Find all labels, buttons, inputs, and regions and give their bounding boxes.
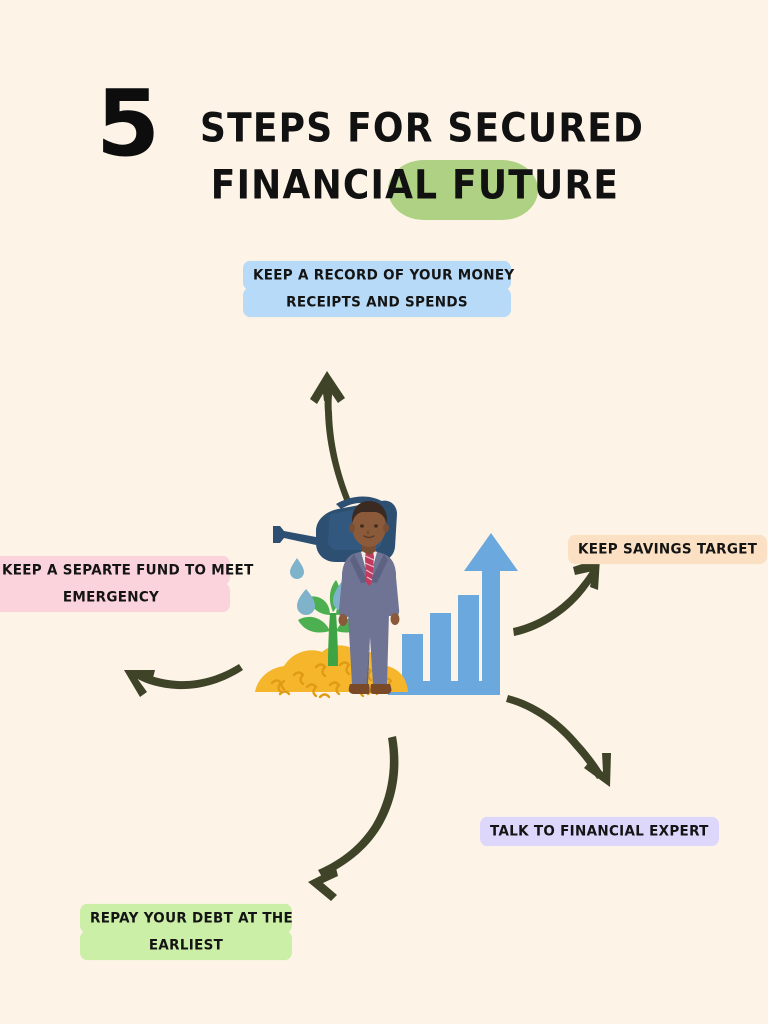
step-label-debt-line1: REPAY YOUR DEBT AT THE bbox=[80, 903, 293, 933]
arrow-to-savings bbox=[513, 558, 600, 636]
step-label-expert-line1: TALK TO FINANCIAL EXPERT bbox=[480, 816, 719, 846]
step-label-emergency[interactable]: KEEP A SEPARTE FUND TO MEET EMERGENCY bbox=[0, 555, 253, 612]
arrow-to-debt bbox=[308, 736, 399, 901]
businessman bbox=[338, 501, 400, 694]
step-label-savings[interactable]: KEEP SAVINGS TARGET bbox=[568, 534, 768, 564]
title-highlight-blob bbox=[388, 160, 538, 220]
step-label-emergency-line1: KEEP A SEPARTE FUND TO MEET bbox=[0, 555, 253, 585]
growth-arrow-icon bbox=[464, 533, 518, 695]
step-label-record[interactable]: KEEP A RECORD OF YOUR MONEY RECEIPTS AND… bbox=[243, 260, 514, 317]
step-label-record-line2: RECEIPTS AND SPENDS bbox=[243, 287, 511, 317]
step-label-debt[interactable]: REPAY YOUR DEBT AT THE EARLIEST bbox=[80, 903, 293, 960]
header: 5 STEPS FOR SECURED FINANCIAL FUTURE bbox=[0, 0, 768, 240]
title-line-2: FINANCIAL FUTURE bbox=[210, 162, 620, 209]
title-line-1: STEPS FOR SECURED bbox=[200, 105, 645, 152]
step-label-record-line1: KEEP A RECORD OF YOUR MONEY bbox=[243, 260, 514, 290]
arrow-to-emergency bbox=[124, 664, 243, 697]
step-label-debt-line2: EARLIEST bbox=[80, 930, 292, 960]
financial-growth-illustration bbox=[255, 496, 518, 699]
step-count-number: 5 bbox=[96, 70, 160, 177]
step-label-savings-line1: KEEP SAVINGS TARGET bbox=[568, 534, 768, 564]
step-label-emergency-line2: EMERGENCY bbox=[0, 582, 230, 612]
step-label-expert[interactable]: TALK TO FINANCIAL EXPERT bbox=[480, 816, 719, 846]
bar-chart bbox=[388, 595, 498, 695]
coin-pile bbox=[255, 645, 408, 699]
page-title: STEPS FOR SECURED FINANCIAL FUTURE bbox=[200, 100, 645, 209]
